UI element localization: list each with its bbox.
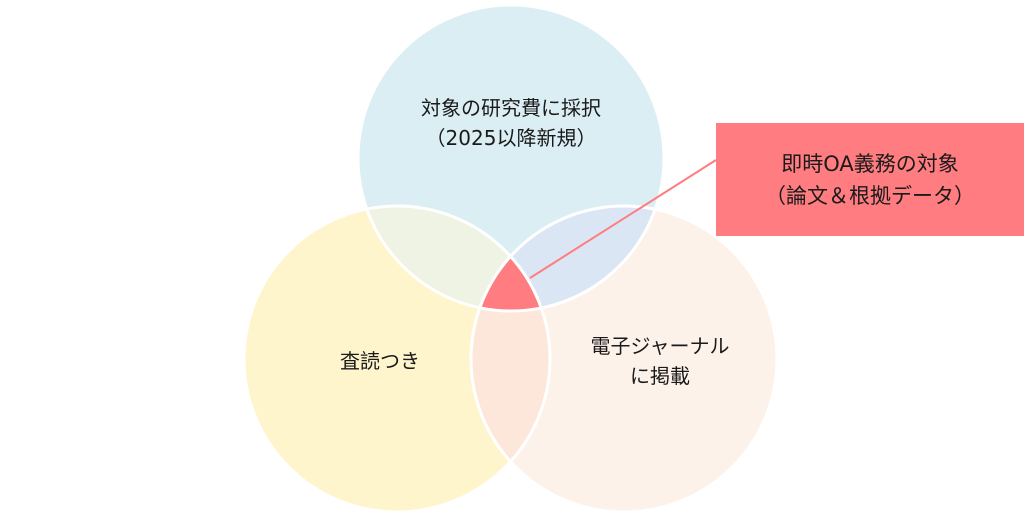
- callout-leader-line: [529, 159, 717, 279]
- label-journal-line1: 電子ジャーナル: [590, 334, 730, 358]
- overlap-funded-journal: [471, 206, 664, 311]
- callout-box: 即時OA義務の対象 （論文＆根拠データ）: [716, 123, 1024, 236]
- label-funded-line2: （2025以降新規）: [425, 126, 597, 150]
- label-funded-line1: 対象の研究費に採択: [421, 96, 601, 120]
- label-journal-line2: に掲載: [630, 364, 690, 388]
- label-peer-review-line1: 査読つき: [340, 349, 420, 373]
- callout-line2: （論文＆根拠データ）: [765, 183, 975, 208]
- overlap-funded-peer: [358, 206, 550, 311]
- label-peer-review: 査読つき: [300, 346, 460, 376]
- label-funded: 対象の研究費に採択 （2025以降新規）: [381, 93, 641, 153]
- circle-outlines: [242, 3, 779, 513]
- callout-line1: 即時OA義務の対象: [781, 151, 959, 176]
- label-journal: 電子ジャーナル に掲載: [560, 331, 760, 391]
